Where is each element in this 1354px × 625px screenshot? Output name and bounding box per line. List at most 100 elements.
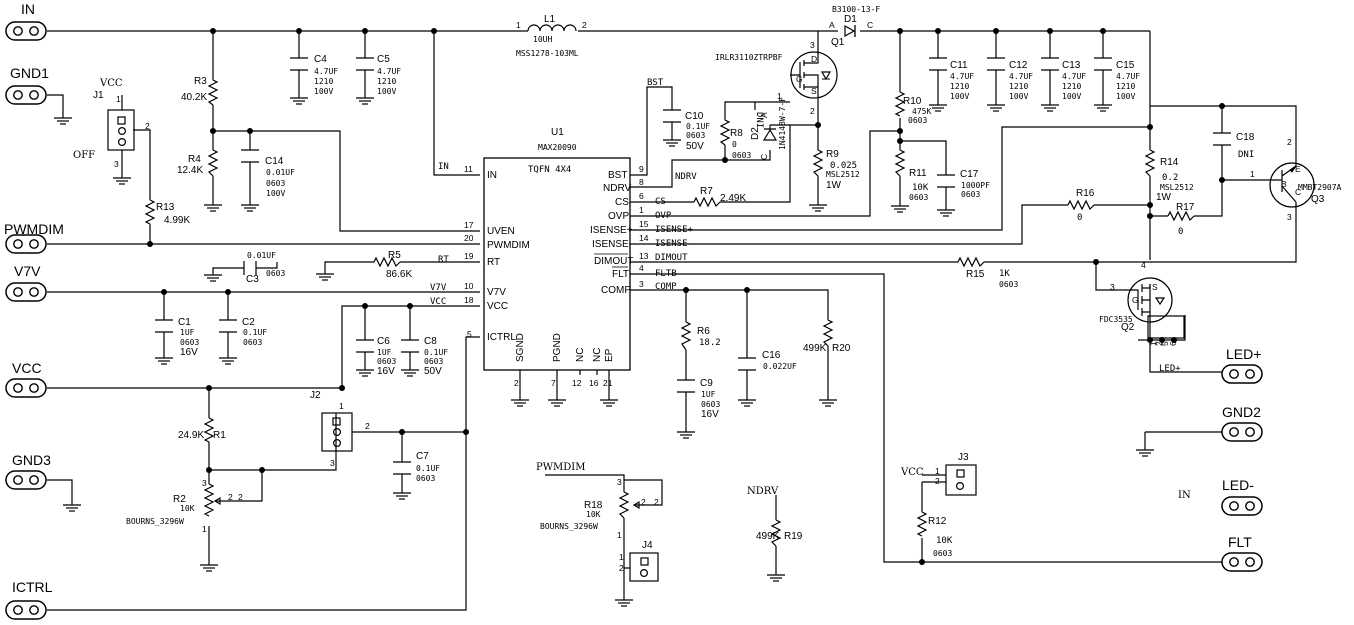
svg-text:10K: 10K [586,510,601,519]
svg-text:4.99K: 4.99K [164,215,190,226]
svg-text:0.1UF: 0.1UF [243,328,267,337]
svg-text:0603: 0603 [424,357,443,366]
pin-name: BST [608,170,627,181]
svg-text:100V: 100V [377,87,396,96]
svg-text:S: S [1152,282,1158,292]
connector-in[interactable] [5,21,47,41]
svg-text:1: 1 [1250,169,1255,179]
u1-ref: U1 [551,127,564,138]
jumper-j4[interactable]: J4 1 2 [619,540,659,582]
net-in-right: IN [1178,490,1191,501]
potentiometer-r2[interactable]: R2 10K BOURNS_3296W 3 2 2 1 [126,478,254,534]
connector-led-minus[interactable] [1221,496,1263,516]
net-fltb: FLTB [655,269,677,279]
svg-text:B: B [1281,179,1287,189]
pin-name: ISENSE- [592,239,632,250]
svg-text:1UF: 1UF [377,348,392,357]
svg-text:C12: C12 [1009,60,1028,71]
svg-text:R18: R18 [584,500,603,511]
svg-text:C: C [759,154,769,160]
svg-text:C8: C8 [424,336,437,347]
svg-text:R3: R3 [194,76,207,87]
svg-text:B3100-13-F: B3100-13-F [832,5,880,14]
pin-name: PGND [552,333,563,362]
svg-text:C9: C9 [700,378,713,389]
svg-text:4.7UF: 4.7UF [377,67,401,76]
svg-text:0.025: 0.025 [830,161,857,171]
svg-text:C13: C13 [1062,60,1081,71]
svg-text:1K: 1K [999,269,1010,279]
svg-text:C18: C18 [1236,132,1255,143]
pin-num: 19 [464,251,474,261]
net-led-plus: LED+ [1159,364,1181,374]
svg-text:2: 2 [810,106,815,116]
svg-text:C3: C3 [246,274,259,285]
jumper-j1[interactable]: J1 1 2 3 [93,90,150,169]
connector-gnd2[interactable] [1221,422,1263,442]
svg-text:2: 2 [1287,137,1292,147]
svg-text:BOURNS_3296W: BOURNS_3296W [126,517,184,526]
connector-led-plus[interactable] [1221,364,1263,384]
connector-vcc[interactable] [5,378,47,398]
connectors: IN GND1 PWMDIM V7V VCC GND3 ICTRL LED+ G… [4,1,1263,620]
pin-name: NC [592,348,603,362]
potentiometer-r18[interactable]: R18 10K BOURNS_3296W 3 2 2 1 [540,477,659,540]
pin-num: 15 [639,219,649,229]
mosfet-q1: Q1 IRLR3110ZTRPBF D G S 1 2 3 [715,37,845,116]
svg-text:100V: 100V [314,87,333,96]
svg-text:0603: 0603 [909,193,928,202]
svg-text:3: 3 [1110,282,1115,292]
svg-text:1: 1 [339,401,344,411]
svg-text:475K: 475K [912,107,931,116]
svg-text:R5: R5 [388,250,401,261]
svg-text:R9: R9 [826,149,839,160]
net-isense-plus: ISENSE+ [655,225,694,235]
svg-text:4.7UF: 4.7UF [1062,72,1086,81]
svg-text:499K: 499K [756,531,780,542]
svg-text:2: 2 [582,20,587,30]
pin-num: 21 [603,378,613,388]
svg-text:4.7UF: 4.7UF [314,67,338,76]
connector-flt[interactable] [1221,552,1263,572]
net-pwmdim-r18: PWMDIM [536,462,585,473]
pin-num: 16 [589,378,599,388]
connector-v7v[interactable] [5,282,47,302]
svg-text:10UH: 10UH [533,35,552,44]
u1-package: TQFN 4X4 [528,165,571,175]
pin-name: RT [487,257,500,268]
connector-ictrl[interactable] [5,600,47,620]
connector-led-plus-label: LED+ [1226,346,1261,362]
pin-name: CS [615,197,629,208]
svg-text:Q2: Q2 [1121,322,1135,333]
svg-text:24.9K: 24.9K [178,430,204,441]
svg-text:0: 0 [732,140,737,149]
svg-text:A: A [759,112,769,118]
capacitors: C4 4.7UF 1210 100V C5 4.7UF 1210 100V C1… [155,54,1255,483]
connector-ictrl-label: ICTRL [12,579,53,595]
diode-d2: DNI D2 1N4148W-7-F A C [750,97,787,160]
svg-text:4.7UF: 4.7UF [1116,72,1140,81]
jumper-j2[interactable]: J2 1 2 3 [310,390,370,468]
connector-pwmdim[interactable] [5,234,47,254]
svg-text:C11: C11 [950,60,968,71]
svg-text:0603: 0603 [686,131,705,140]
svg-text:R15: R15 [966,269,985,280]
svg-text:1: 1 [935,466,940,476]
pin-num: 13 [639,251,649,261]
pin-num: 5 [467,329,472,339]
svg-text:A: A [829,20,835,30]
svg-text:IRLR3110ZTRPBF: IRLR3110ZTRPBF [715,53,783,62]
svg-text:D2: D2 [750,127,761,140]
svg-text:0.1UF: 0.1UF [424,348,448,357]
svg-text:J2: J2 [310,390,321,401]
connector-gnd3[interactable] [5,470,47,490]
svg-text:R16: R16 [1076,188,1095,199]
connector-gnd1[interactable] [5,85,47,105]
svg-text:0.022UF: 0.022UF [763,362,797,371]
svg-text:4.7UF: 4.7UF [1009,72,1033,81]
pin-name: FLT [612,269,629,280]
svg-text:0603: 0603 [999,280,1018,289]
jumper-j3[interactable]: J3 1 2 [935,452,977,496]
net-vcc-j3: VCC [900,467,924,478]
svg-text:L1: L1 [544,14,556,25]
